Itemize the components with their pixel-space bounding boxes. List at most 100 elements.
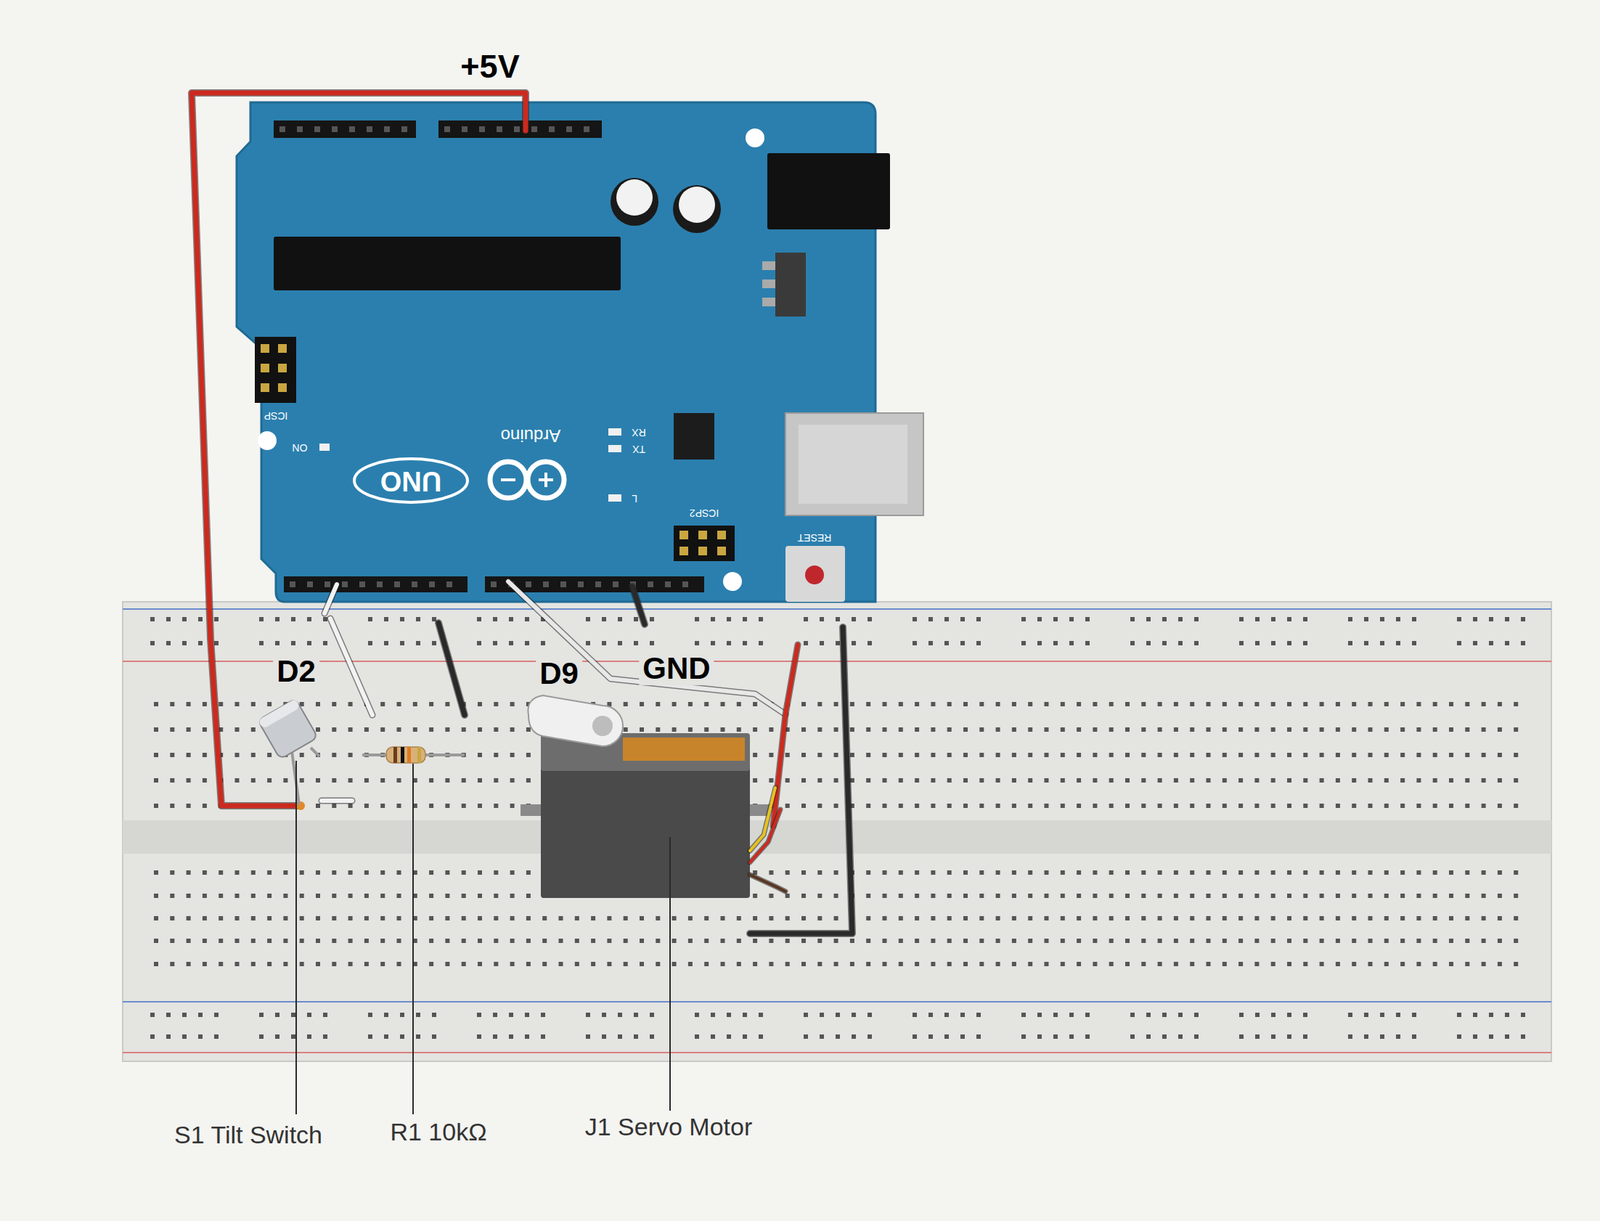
hole [720,916,726,921]
hole [1303,803,1308,808]
hole [1011,752,1017,758]
hole [1513,961,1518,967]
hole [1303,641,1308,646]
hole [1287,803,1292,808]
hole [1335,938,1341,944]
hole [1319,893,1325,899]
hole [1254,752,1259,758]
hole [1254,938,1259,944]
hole [1449,701,1454,707]
hole [963,752,968,758]
hole [493,916,499,921]
hole [1053,1012,1058,1018]
hole [1130,641,1135,646]
hole [585,641,591,646]
hole [510,916,515,921]
hole [1027,916,1033,921]
logo-oval [354,458,468,503]
hole [166,617,171,622]
hole [380,916,385,921]
hole [882,938,888,944]
hole [384,1012,389,1018]
hole [251,778,256,783]
hole [617,1034,623,1039]
hole [1384,752,1389,758]
hole [1411,641,1417,646]
hole [1287,893,1292,899]
regulator-pin [762,279,776,289]
hole [1157,727,1163,732]
hole [1400,916,1405,921]
hole [835,617,840,622]
hole [1141,870,1146,875]
hole [510,893,515,899]
hole [259,1012,264,1018]
logo-plus [544,472,548,488]
hole [1497,803,1502,808]
hole [672,701,677,707]
hole [1364,1034,1369,1039]
hole [235,778,240,783]
hole [1109,938,1114,944]
hole [169,893,175,899]
hole [169,803,175,808]
hole [963,938,968,944]
hole [1396,617,1401,622]
hole [1222,893,1227,899]
hole [623,961,628,967]
hole [397,961,402,967]
hole [947,938,952,944]
hole [803,1034,808,1039]
hole [186,727,191,732]
hole [251,893,256,899]
hole [1178,1012,1183,1018]
hole [429,916,434,921]
hole [1472,617,1478,622]
hole [898,803,904,808]
hole [785,752,790,758]
hole [963,701,968,707]
hole [1053,1034,1058,1039]
hole [914,870,920,875]
hole [1384,870,1389,875]
hole [1189,701,1195,707]
hole [606,916,612,921]
hole [1060,701,1065,707]
hole [1027,752,1033,758]
hole [633,617,639,622]
hole [380,727,385,732]
hole [1400,803,1405,808]
hole [348,727,353,732]
rail-line-blue [122,608,1552,610]
mounting-hole [723,572,742,591]
hole [1178,641,1183,646]
rail-line-blue [122,1001,1552,1003]
hole [1092,938,1097,944]
hole [758,1012,763,1018]
hole [1238,803,1243,808]
hole [1254,727,1259,732]
hole [912,641,917,646]
hole [947,916,952,921]
hole [914,803,920,808]
hole [1481,701,1487,707]
hole [979,961,984,967]
hole [1027,938,1033,944]
hole [348,893,353,899]
hole [526,938,531,944]
hole [866,778,871,783]
hole [1060,961,1065,967]
hole [1141,916,1146,921]
hole [1189,916,1195,921]
hole [1021,1034,1026,1039]
hole [1157,961,1163,967]
hole [461,870,467,875]
hole [540,641,546,646]
hole [1416,961,1421,967]
header-pin [679,546,689,556]
hole [1319,727,1325,732]
hole [1472,1034,1478,1039]
hole [477,701,483,707]
hole [493,870,499,875]
signal-wire [324,584,337,614]
